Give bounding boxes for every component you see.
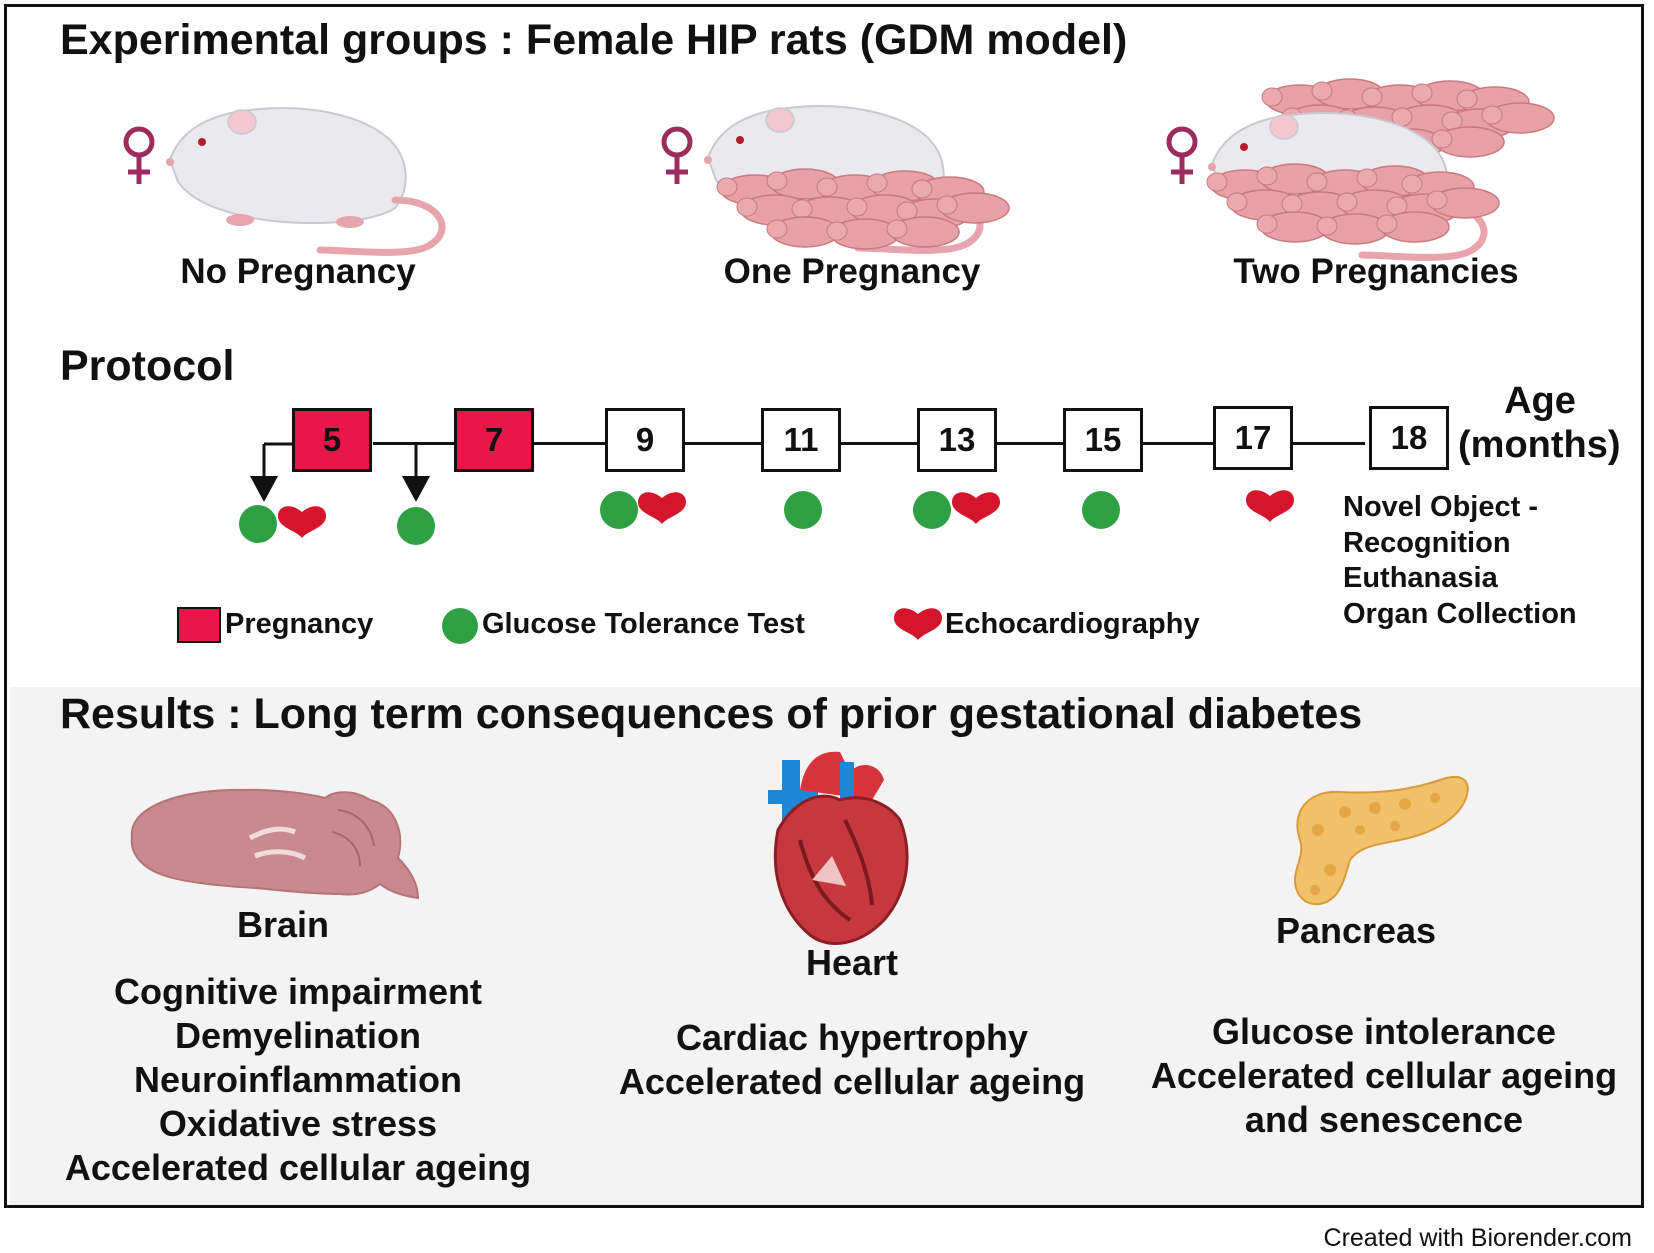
heart-icon	[768, 751, 909, 945]
finding-item: Neuroinflammation	[133, 1059, 463, 1100]
timepoint-box-7: 7	[454, 408, 534, 472]
glucose-test-icon	[1082, 491, 1120, 529]
finding-item: Accelerated cellular ageing	[1150, 1055, 1618, 1096]
group-label-one-pregnancy: One Pregnancy	[723, 252, 981, 291]
group-label-two-pregnancies: Two Pregnancies	[1233, 252, 1519, 291]
heart-findings: Cardiac hypertrophy Accelerated cellular…	[619, 1016, 1085, 1104]
timepoint-box-13: 13	[917, 408, 997, 472]
timepoint-box-9: 9	[605, 408, 685, 472]
finding-item: Glucose intolerance	[1211, 1011, 1557, 1052]
organ-name-brain: Brain	[236, 904, 330, 945]
final-procedures: Novel Object - Recognition Euthanasia Or…	[1343, 490, 1577, 632]
organ-illustrations	[130, 751, 1469, 945]
arrow-icon	[250, 442, 294, 502]
timepoint-box-15: 15	[1063, 408, 1143, 472]
finding-item: Demyelination	[174, 1015, 422, 1056]
glucose-test-icon	[239, 505, 277, 543]
final-note-item: Recognition	[1343, 526, 1511, 559]
timepoint-box-5: 5	[292, 408, 372, 472]
timepoint-box-18: 18	[1369, 406, 1449, 470]
finding-item: and senescence	[1244, 1099, 1524, 1140]
age-label: Age	[1504, 380, 1576, 422]
group-label-no-pregnancy: No Pregnancy	[180, 252, 416, 291]
timeline-line	[373, 442, 1365, 445]
organ-name-heart: Heart	[805, 942, 899, 983]
timepoint-box-17: 17	[1213, 406, 1293, 470]
final-note-item: Novel Object -	[1343, 491, 1538, 523]
arrow-icon	[402, 444, 430, 502]
glucose-test-icon	[913, 491, 951, 529]
pregnancy-legend-icon	[177, 607, 221, 643]
brain-findings: Cognitive impairment Demyelination Neuro…	[65, 970, 531, 1190]
finding-item: Oxidative stress	[158, 1103, 438, 1144]
age-unit-label: (months)	[1458, 424, 1621, 466]
legend-echo: Echocardiography	[945, 608, 1200, 640]
pancreas-icon	[1294, 775, 1469, 906]
results-title: Results : Long term consequences of prio…	[60, 690, 1363, 738]
page-title: Experimental groups : Female HIP rats (G…	[60, 16, 1128, 64]
credit-text: Created with Biorender.com	[1323, 1224, 1632, 1252]
glucose-test-icon	[397, 507, 435, 545]
pancreas-findings: Glucose intolerance Accelerated cellular…	[1151, 1010, 1617, 1142]
finding-item: Cardiac hypertrophy	[675, 1017, 1029, 1058]
organ-name-pancreas: Pancreas	[1275, 910, 1437, 951]
brain-icon	[130, 788, 420, 900]
legend-pregnancy: Pregnancy	[225, 608, 374, 640]
glucose-test-icon	[600, 491, 638, 529]
final-note-item: Euthanasia	[1343, 562, 1498, 594]
finding-item: Accelerated cellular ageing	[618, 1061, 1086, 1102]
timeline-markers	[177, 442, 1294, 644]
final-note-item: Organ Collection	[1343, 597, 1577, 630]
glucose-test-icon	[784, 491, 822, 529]
finding-item: Cognitive impairment	[113, 971, 483, 1012]
finding-item: Accelerated cellular ageing	[64, 1147, 532, 1188]
legend-glucose: Glucose Tolerance Test	[482, 608, 805, 640]
protocol-title: Protocol	[60, 342, 235, 390]
timepoint-box-11: 11	[761, 408, 841, 472]
glucose-legend-icon	[442, 608, 478, 644]
